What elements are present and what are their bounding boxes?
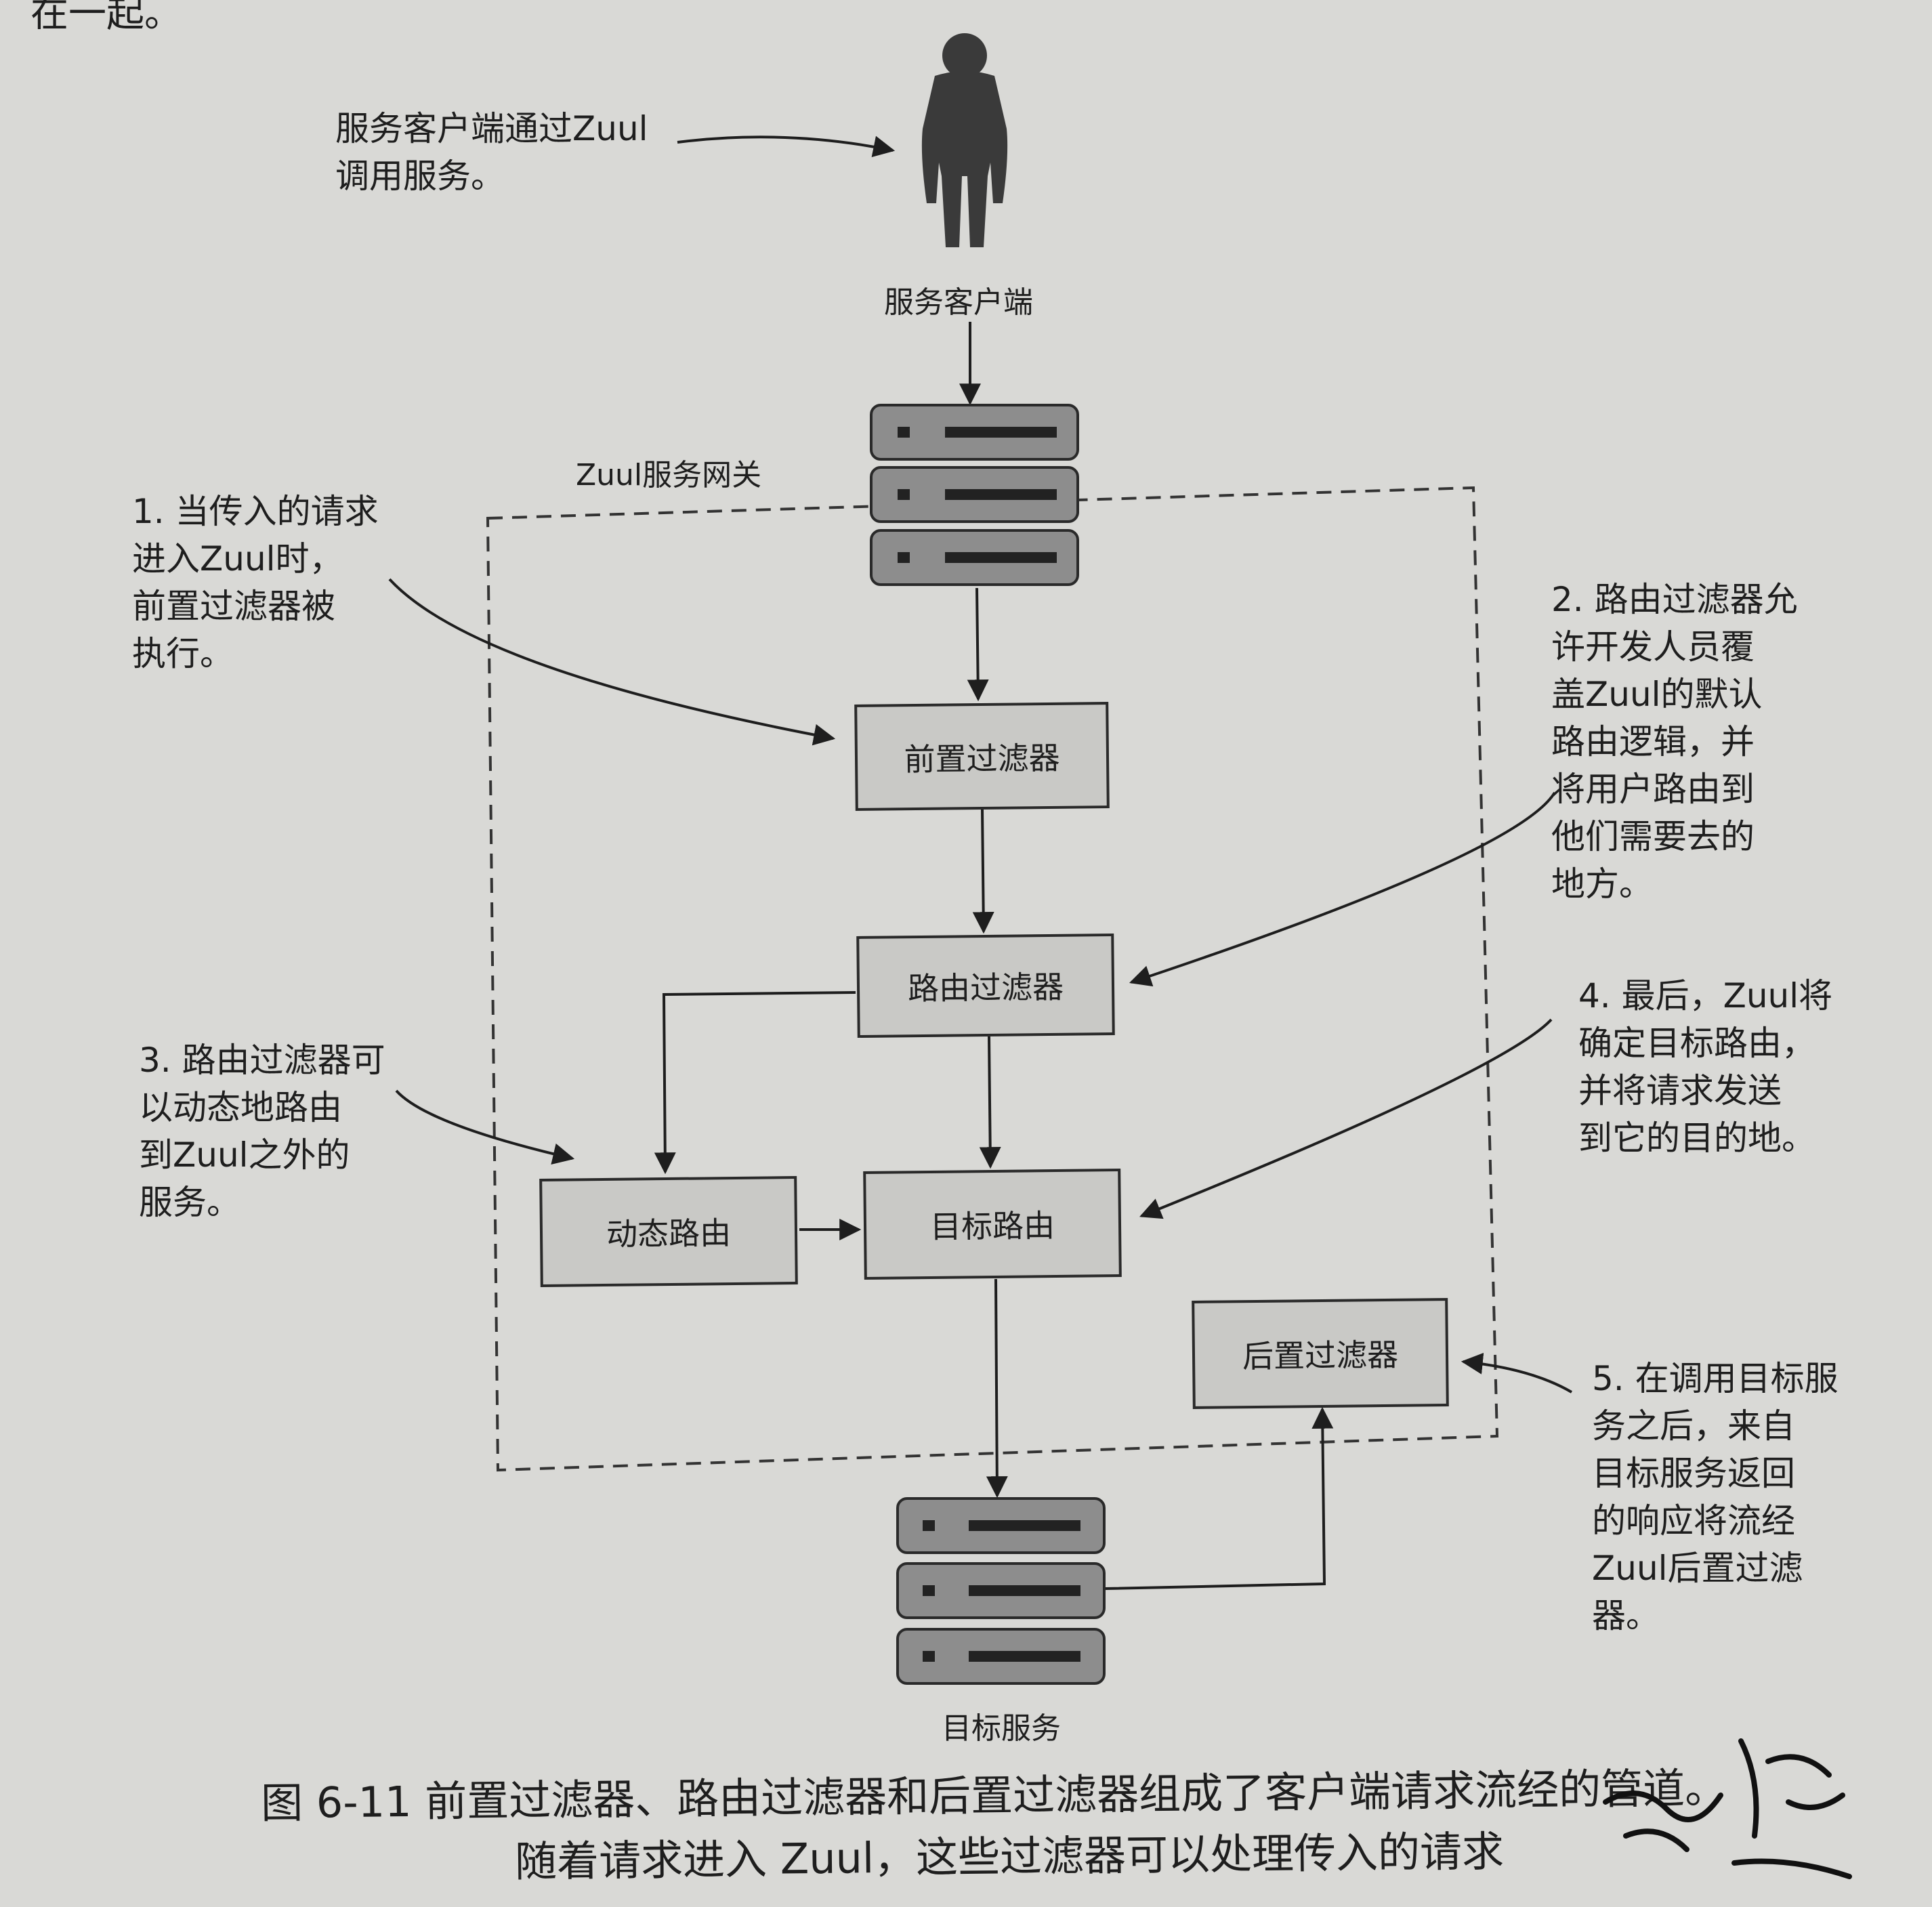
annotation-arrow-1 [388,578,836,746]
top-text: 在一起。 [30,0,182,36]
target-service-label: 目标服务 [942,1711,1061,1746]
pre-filter-label: 前置过滤器 [904,739,1060,778]
gateway-server-icon [870,404,1079,586]
gateway-label: Zuul服务网关 [576,458,762,493]
route-filter-label: 路由过滤器 [907,968,1064,1007]
handwriting-scribble [1603,1738,1852,1879]
annotation-2: 2. 路由过滤器允 许开发人员覆 盖Zuul的默认 路由逻辑，并 将用户路由到 … [1551,580,1798,904]
client-annotation: 服务客户端通过Zuul 调用服务。 [335,109,648,196]
annotation-arrow-5 [1461,1352,1573,1393]
gateway-boundary [486,486,1499,1472]
route-filter-box: 路由过滤器 [856,934,1115,1038]
annotation-5: 5. 在调用目标服 务之后，来自 目标服务返回 的响应将流经 Zuul后置过滤 … [1592,1359,1839,1635]
annotation-arrow-2 [1129,791,1556,987]
target-route-label: 目标路由 [929,1207,1055,1245]
pre-filter-box: 前置过滤器 [854,702,1110,811]
figure-caption-line2: 随着请求进入 Zuul，这些过滤器可以处理传入的请求 [514,1826,1505,1887]
client-label: 服务客户端 [884,285,1033,320]
annotation-1: 1. 当传入的请求 进入Zuul时， 前置过滤器被 执行。 [132,492,379,673]
person-icon [921,33,1008,247]
annotation-3: 3. 路由过滤器可 以动态地路由 到Zuul之外的 服务。 [139,1041,385,1222]
annotation-arrow-client [677,135,896,157]
dynamic-route-box: 动态路由 [539,1176,798,1287]
annotation-4: 4. 最后，Zuul将 确定目标路由， 并将请求发送 到它的目的地。 [1578,976,1833,1158]
dynamic-route-label: 动态路由 [606,1215,732,1253]
annotation-arrow-4 [1139,1018,1553,1219]
annotation-arrow-3 [395,1089,575,1165]
post-filter-label: 后置过滤器 [1242,1336,1399,1375]
post-filter-box: 后置过滤器 [1192,1298,1449,1409]
target-server-icon [896,1497,1106,1685]
target-route-box: 目标路由 [863,1169,1122,1280]
